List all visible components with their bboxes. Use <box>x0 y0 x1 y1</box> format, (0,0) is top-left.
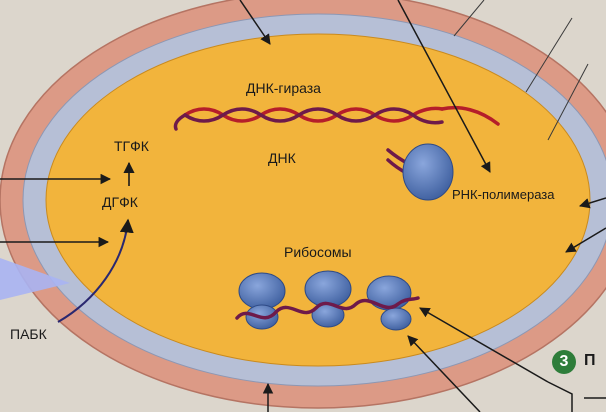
rna-polymerase-label: РНК-полимераза <box>452 187 554 202</box>
dgfk-label: ДГФК <box>102 194 138 210</box>
ribosomes-label: Рибосомы <box>284 244 352 260</box>
rna-polymerase-molecule <box>403 144 453 200</box>
ribosome-1-large <box>239 273 285 309</box>
section-heading-fragment: П <box>584 352 596 370</box>
pabk-label: ПАБК <box>10 326 47 342</box>
ribosomes-group <box>239 271 411 330</box>
ribosome-3-small <box>381 308 411 330</box>
tgfk-label: ТГФК <box>114 138 149 154</box>
ribosome-2-large <box>305 271 351 307</box>
dna-label: ДНК <box>268 150 296 166</box>
dna-gyrase-label: ДНК-гираза <box>246 80 321 96</box>
ribosome-3-large <box>367 276 411 310</box>
section-badge: 3 <box>552 350 576 374</box>
